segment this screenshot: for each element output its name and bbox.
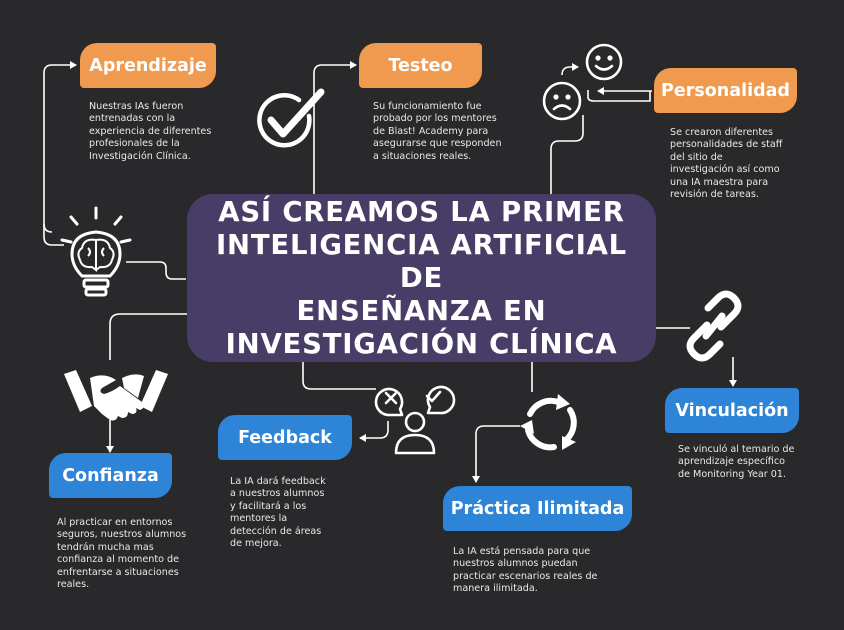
vinculacion-pill: Vinculación: [665, 388, 799, 433]
checkmark-circle-icon: [257, 88, 325, 148]
personalidad-pill: Personalidad: [654, 68, 797, 113]
connector-personalidad: [550, 115, 584, 196]
testeo-pill: Testeo: [359, 43, 482, 88]
connector-testeo: [313, 61, 357, 194]
confianza-pill: Confianza: [49, 453, 172, 498]
brain-lightbulb-icon: [60, 206, 132, 297]
connector-feedback: [302, 362, 376, 390]
feedback-pill: Feedback: [218, 415, 352, 460]
testeo-text: Su funcionamiento fue probado por los me…: [373, 101, 502, 162]
practica-text: La IA está pensada para que nuestros alu…: [453, 546, 598, 595]
vinculacion-text: Se vinculó al temario de aprendizaje esp…: [678, 444, 795, 480]
connector-aprendizaje-up: [43, 61, 77, 233]
feedback-text: La IA dará feedback a nuestros alumnos y…: [230, 476, 326, 550]
main-title: ASÍ CREAMOS LA PRIMER INTELIGENCIA ARTIF…: [187, 194, 656, 362]
cycle-arrows-icon: [520, 394, 577, 451]
connector-aprendizaje: [126, 261, 186, 280]
person-feedback-icon: [374, 385, 456, 455]
personalidad-text: Se crearon diferentes personalidades de …: [670, 127, 783, 201]
aprendizaje-pill: Aprendizaje: [80, 43, 216, 88]
handshake-icon: [64, 370, 168, 421]
practica-pill: Práctica Ilimitada: [443, 486, 632, 531]
happy-sad-faces-icon: [542, 43, 623, 121]
connector-confianza: [109, 313, 187, 360]
aprendizaje-text: Nuestras IAs fueron entrenadas con la ex…: [89, 101, 212, 162]
chain-link-icon: [686, 290, 742, 362]
confianza-text: Al practicar en entornos seguros, nuestr…: [57, 517, 187, 591]
